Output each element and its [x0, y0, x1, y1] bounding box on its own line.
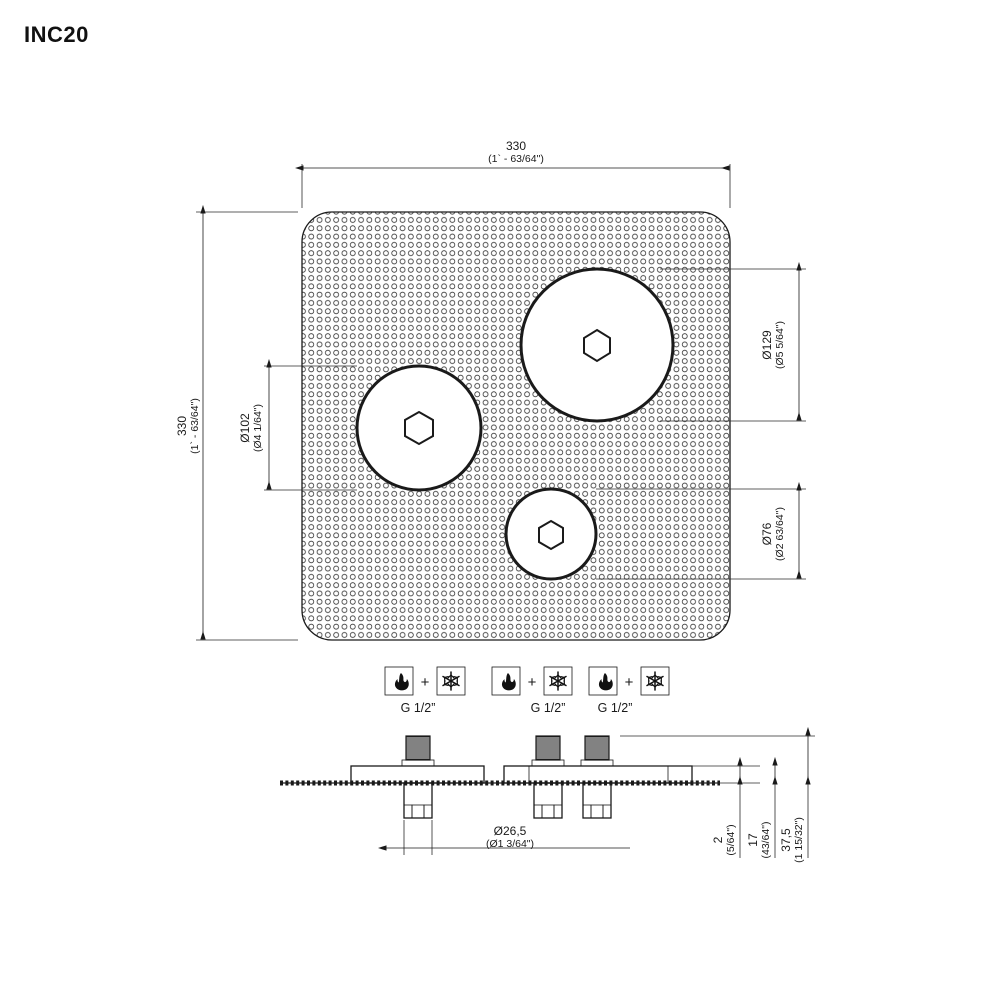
- flame-icon-box: [491, 666, 521, 696]
- page-title: INC20: [24, 22, 89, 47]
- hob-plate-outline: [301, 211, 731, 641]
- dimension-burner-large: Ø129 (Ø5 5/64"): [660, 261, 806, 422]
- dim-burner-medium-value: Ø102: [238, 413, 252, 443]
- burner-large: [519, 267, 675, 423]
- connection-group-1: + G 1/2”: [384, 666, 466, 715]
- dim-burner-large-imperial: (Ø5 5/64"): [774, 321, 786, 369]
- connection-group-3: + G 1/2”: [588, 666, 670, 715]
- snowflake-icon-box: [640, 666, 670, 696]
- connection-label-2: G 1/2”: [531, 701, 566, 715]
- dim-hole-value: Ø26,5: [494, 824, 527, 838]
- dimension-thickness-17: 17 (43/64"): [746, 756, 778, 859]
- connection-label-3: G 1/2”: [598, 701, 633, 715]
- snowflake-icon-box: [543, 666, 573, 696]
- connection-label-1: G 1/2”: [401, 701, 436, 715]
- dim-burner-medium-imperial: (Ø4 1/64"): [252, 404, 264, 452]
- dimension-thickness-2: 2 (5/64"): [620, 756, 760, 858]
- snowflake-icon: [646, 671, 664, 691]
- dim-burner-large-value: Ø129: [760, 330, 774, 360]
- snowflake-icon: [549, 671, 567, 691]
- flame-icon: [598, 673, 613, 691]
- dim-thickness-17-imperial: (43/64"): [760, 822, 772, 859]
- section-view: Ø26,5 (Ø1 3/64") 2 (5/64") 17 (43/64"): [280, 726, 815, 863]
- dim-top-width-imperial: (1` - 63/64"): [488, 153, 544, 165]
- dim-left-height-value: 330: [175, 416, 189, 436]
- dim-hole-imperial: (Ø1 3/64"): [486, 838, 534, 850]
- dim-burner-small-imperial: (Ø2 63/64"): [774, 507, 786, 561]
- dimension-top-width: 330 (1` - 63/64"): [294, 139, 731, 208]
- dim-top-width-value: 330: [506, 139, 526, 153]
- dim-burner-small-value: Ø76: [760, 522, 774, 545]
- snowflake-icon-box: [436, 666, 466, 696]
- flame-icon-box: [588, 666, 618, 696]
- dimension-height-375: 37,5 (1 15/32"): [620, 726, 815, 863]
- flame-icon-box: [384, 666, 414, 696]
- dimension-burner-small: Ø76 (Ø2 63/64"): [596, 481, 806, 580]
- section-body-right: [503, 735, 693, 819]
- dimension-burner-medium: Ø102 (Ø4 1/64"): [238, 358, 357, 491]
- burner-medium: [355, 364, 483, 492]
- flame-icon: [394, 673, 409, 691]
- plus-symbol-1: +: [421, 674, 430, 691]
- dimension-left-height: 330 (1` - 63/64"): [175, 204, 298, 641]
- dim-left-height-imperial: (1` - 63/64"): [189, 398, 201, 454]
- dim-thickness-2-imperial: (5/64"): [725, 824, 737, 855]
- snowflake-icon: [442, 671, 460, 691]
- flame-icon: [501, 673, 516, 691]
- plus-symbol-2: +: [528, 674, 537, 691]
- dimension-hole: Ø26,5 (Ø1 3/64"): [377, 820, 630, 855]
- dim-height-375-value: 37,5: [779, 828, 793, 852]
- plus-symbol-3: +: [625, 674, 634, 691]
- dim-thickness-2-value: 2: [711, 836, 725, 843]
- dim-height-375-imperial: (1 15/32"): [793, 817, 805, 863]
- dim-thickness-17-value: 17: [746, 833, 760, 847]
- connection-group-2: + G 1/2”: [491, 666, 573, 715]
- section-body-left: [350, 735, 485, 819]
- burner-small: [504, 487, 598, 581]
